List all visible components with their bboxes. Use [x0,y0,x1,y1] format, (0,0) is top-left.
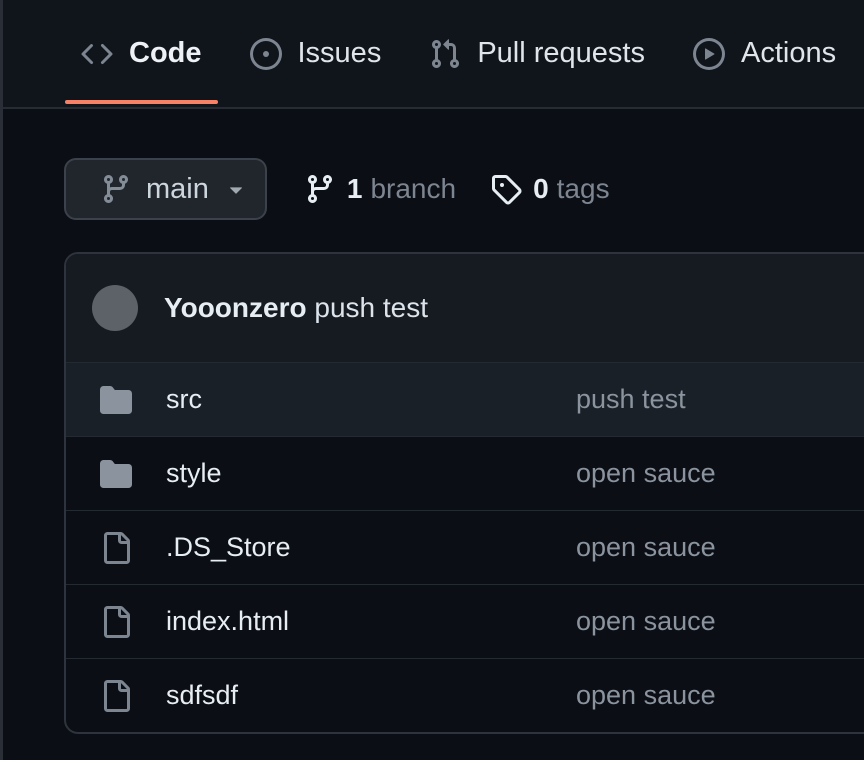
table-row[interactable]: style open sauce [66,436,864,510]
branch-count: 1 [346,173,363,204]
file-icon [100,532,132,564]
commit-message-link[interactable]: push test [314,292,429,323]
table-row[interactable]: sdfsdf open sauce [66,658,864,732]
file-commit-message-link[interactable]: open sauce [576,532,716,562]
tag-count: 0 [533,173,549,204]
file-name-link[interactable]: style [166,458,222,488]
tag-count-label: tags [556,173,610,204]
tags-link[interactable]: 0 tags [490,173,610,205]
file-name-link[interactable]: sdfsdf [166,680,239,710]
table-row[interactable]: src push test [66,362,864,436]
tab-issues[interactable]: Issues [234,0,398,107]
table-row[interactable]: index.html open sauce [66,584,864,658]
file-commit-message-link[interactable]: open sauce [576,606,716,636]
tab-actions[interactable]: Actions [677,0,852,107]
branch-selector-button[interactable]: main [64,158,267,220]
latest-commit-header: Yooonzero push test [66,254,864,362]
table-row[interactable]: .DS_Store open sauce [66,510,864,584]
tab-label: Actions [740,37,837,69]
issue-opened-icon [250,38,282,70]
file-commit-message-link[interactable]: open sauce [576,458,716,488]
file-name-link[interactable]: src [166,384,202,414]
branch-count-label: branch [370,173,457,204]
file-name-link[interactable]: .DS_Store [166,532,291,562]
file-commit-message-link[interactable]: push test [576,384,686,414]
file-commit-message-link[interactable]: open sauce [576,680,716,710]
folder-icon [100,458,132,490]
file-icon [100,680,132,712]
folder-icon [100,384,132,416]
file-browser: Yooonzero push test src push test style … [64,252,864,734]
branches-link[interactable]: 1 branch [304,173,456,205]
chevron-down-icon [223,176,249,202]
tab-label: Code [129,37,202,69]
git-branch-icon [100,173,132,205]
code-icon [81,38,113,70]
latest-commit-text: Yooonzero push test [164,292,428,324]
tab-code[interactable]: Code [65,0,218,107]
tab-label: Pull requests [477,37,645,69]
tab-pull-requests[interactable]: Pull requests [413,0,661,107]
play-circle-icon [693,38,725,70]
git-branch-icon [304,173,336,205]
file-icon [100,606,132,638]
current-branch-label: main [146,172,209,205]
branch-bar: main 1 branch 0 tags [64,158,864,220]
file-name-link[interactable]: index.html [166,606,290,636]
tab-label: Issues [297,37,382,69]
commit-author-link[interactable]: Yooonzero [164,292,307,323]
avatar[interactable] [92,285,138,331]
tag-icon [490,173,522,205]
git-pull-request-icon [429,38,461,70]
repo-nav: Code Issues Pull requests Actions [3,0,864,109]
active-tab-underline [65,100,218,104]
